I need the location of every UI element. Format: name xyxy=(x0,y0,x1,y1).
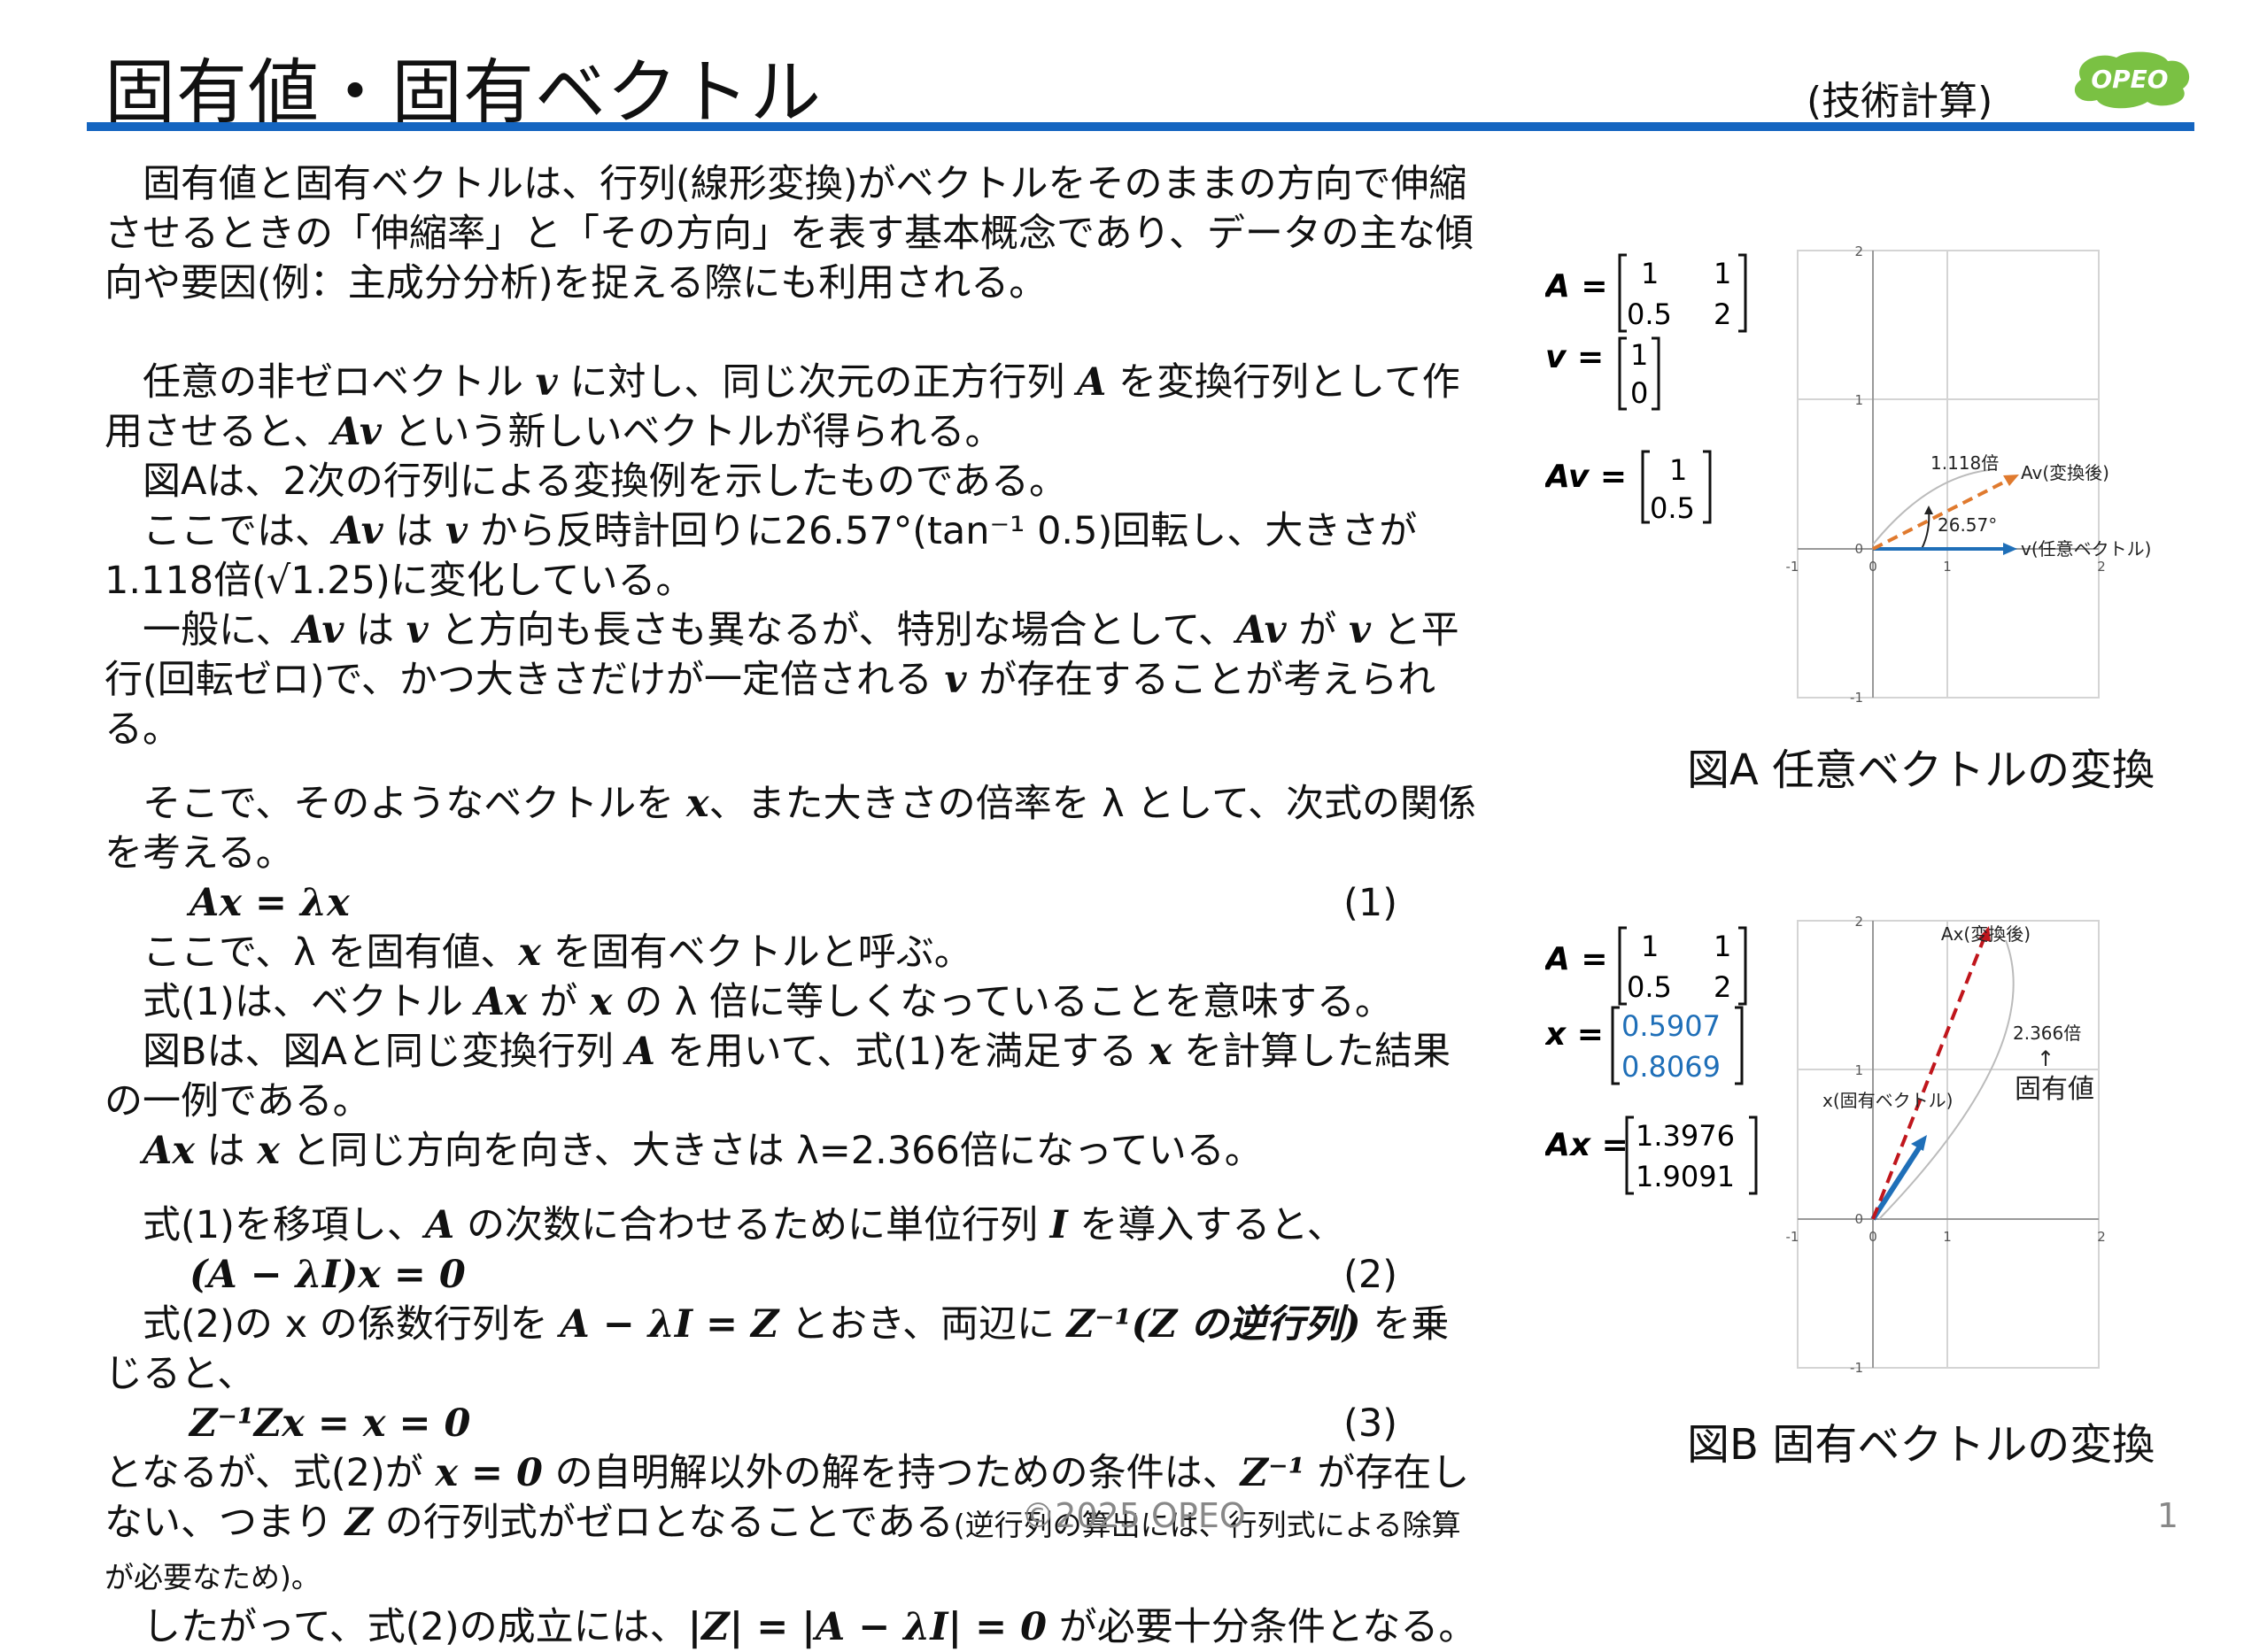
svg-text:2: 2 xyxy=(2097,559,2106,575)
svg-text:1: 1 xyxy=(1943,1229,1952,1245)
figA-matrix-svg: A = 1 1 0.5 2 v = 1 0 Av = 1 0.5 xyxy=(1543,253,1747,525)
svg-text:1: 1 xyxy=(1714,930,1731,963)
svg-text:1.3976: 1.3976 xyxy=(1636,1119,1735,1153)
svg-text:A =: A = xyxy=(1545,941,1608,977)
svg-text:x =: x = xyxy=(1545,1016,1604,1053)
svg-text:0: 0 xyxy=(1869,559,1877,575)
paragraph-general: 一般に、Av は v と方向も長さも異なるが、特別な場合として、Av が v と… xyxy=(104,608,1459,752)
figA-matrices: A = 1 1 0.5 2 v = 1 0 Av = 1 0.5 xyxy=(1543,248,1776,548)
svg-text:2: 2 xyxy=(1854,914,1863,930)
page-subtitle: (技術計算) xyxy=(1807,79,1993,124)
svg-text:0.5907: 0.5907 xyxy=(1621,1009,1721,1043)
paragraph-coef: 式(2)の x の係数行列を A − λI = Z とおき、両辺に Z⁻¹(Z … xyxy=(104,1302,1450,1396)
paragraph-condition: となるが、式(2)が x = 0 の自明解以外の解を持つための条件は、Z⁻¹ が… xyxy=(104,1451,1470,1594)
svg-text:1: 1 xyxy=(1641,930,1659,963)
svg-text:1: 1 xyxy=(1669,453,1687,487)
svg-text:1: 1 xyxy=(1630,338,1648,372)
copyright: ©2025 OPEO xyxy=(1021,1496,1246,1535)
paragraph-define: そこで、そのようなベクトルを x、また大きさの倍率を λ として、次式の関係を考… xyxy=(104,782,1476,876)
svg-text:A =: A = xyxy=(1545,268,1608,305)
svg-text:2: 2 xyxy=(1714,297,1731,331)
svg-text:-1: -1 xyxy=(1850,690,1863,706)
svg-text:1: 1 xyxy=(1714,257,1731,290)
svg-text:-1: -1 xyxy=(1850,1360,1863,1376)
figA-caption: 図A 任意ベクトルの変換 xyxy=(1687,745,2155,795)
opeo-logo: OPEO xyxy=(2074,51,2190,109)
svg-text:2.366倍: 2.366倍 xyxy=(2013,1023,2081,1044)
header-rule xyxy=(87,122,2194,131)
main-text: 固有値と固有ベクトルは、行列(線形変換)がベクトルをそのままの方向で伸縮させると… xyxy=(104,159,1486,1652)
page-number: 1 xyxy=(2156,1496,2178,1535)
svg-text:2: 2 xyxy=(2097,1229,2106,1245)
svg-text:1: 1 xyxy=(1943,559,1952,575)
svg-text:Av =: Av = xyxy=(1545,459,1627,495)
svg-text:1.9091: 1.9091 xyxy=(1636,1160,1735,1193)
svg-text:1: 1 xyxy=(1854,1062,1863,1078)
paragraph-lambda: Ax は x と同じ方向を向き、大きさは λ=2.366倍になっている。 xyxy=(143,1129,1263,1173)
paragraph-rotation: ここでは、Av は v から反時計回りに26.57°(tan⁻¹ 0.5)回転し… xyxy=(104,509,1418,603)
paragraph-vector: 任意の非ゼロベクトル v に対し、同じ次元の正方行列 A を変換行列として作用さ… xyxy=(104,360,1460,454)
equation-1: Ax = λx(1) xyxy=(190,881,1397,925)
paragraph-naming: ここで、λ を固有値、x を固有ベクトルと呼ぶ。 xyxy=(104,930,972,975)
paragraph-figB: 図Bは、図Aと同じ変換行列 A を用いて、式(1)を満足する x を計算した結果… xyxy=(104,1030,1451,1123)
logo-text: OPEO xyxy=(2091,65,2168,94)
figB-matrix-svg: A = 1 1 0.5 2 x = 0.5907 0.8069 Ax = 1.3… xyxy=(1543,926,1758,1195)
page-title: 固有値・固有ベクトル xyxy=(104,51,822,134)
svg-text:1: 1 xyxy=(1854,392,1863,408)
equation-2: (A − λI)x = 0(2) xyxy=(190,1253,1397,1297)
svg-text:0: 0 xyxy=(1869,1229,1877,1245)
paragraph-transpose: 式(1)を移項し、A の次数に合わせるために単位行列 I を導入すると、 xyxy=(104,1203,1345,1247)
figB-chart: -1 0 1 2 2 1 0 -1 Ax(変換後) 2.366倍 ↑ 固有値 x… xyxy=(1786,914,2106,1376)
paragraph-meaning: 式(1)は、ベクトル Ax が x の λ 倍に等しくなっていることを意味する。 xyxy=(104,980,1393,1024)
svg-text:↑: ↑ xyxy=(2037,1046,2054,1071)
svg-text:1.118倍: 1.118倍 xyxy=(1930,452,1999,474)
svg-text:v(任意ベクトル): v(任意ベクトル) xyxy=(2021,538,2151,560)
paragraph-figA: 図Aは、2次の行列による変換例を示したものである。 xyxy=(104,459,1068,504)
svg-text:26.57°: 26.57° xyxy=(1938,514,1997,536)
svg-text:0.8069: 0.8069 xyxy=(1621,1050,1721,1084)
equation-3: Z⁻¹Zx = x = 0(3) xyxy=(190,1401,1397,1446)
svg-text:固有値: 固有値 xyxy=(2015,1074,2094,1105)
svg-text:x(固有ベクトル): x(固有ベクトル) xyxy=(1822,1090,1953,1111)
svg-text:0: 0 xyxy=(1854,1211,1863,1227)
figB-caption: 図B 固有ベクトルの変換 xyxy=(1687,1420,2155,1470)
svg-text:2: 2 xyxy=(1854,243,1863,259)
svg-text:0: 0 xyxy=(1630,376,1648,410)
svg-text:Ax(変換後): Ax(変換後) xyxy=(1941,923,2031,945)
svg-text:-1: -1 xyxy=(1786,1229,1799,1245)
figB-matrices: A = 1 1 0.5 2 x = 0.5907 0.8069 Ax = 1.3… xyxy=(1543,921,1784,1221)
svg-text:Ax =: Ax = xyxy=(1545,1127,1629,1163)
svg-text:0.5: 0.5 xyxy=(1650,491,1695,525)
svg-text:1: 1 xyxy=(1641,257,1659,290)
paragraph-conclusion: したがって、式(2)の成立には、|Z| = |A − λI| = 0 が必要十分… xyxy=(104,1605,1477,1649)
svg-text:Av(変換後): Av(変換後) xyxy=(2021,462,2109,483)
svg-text:v =: v = xyxy=(1545,339,1604,375)
svg-text:0.5: 0.5 xyxy=(1627,970,1672,1004)
svg-text:-1: -1 xyxy=(1786,559,1799,575)
paragraph-intro: 固有値と固有ベクトルは、行列(線形変換)がベクトルをそのままの方向で伸縮させると… xyxy=(104,162,1474,305)
svg-text:2: 2 xyxy=(1714,970,1731,1004)
svg-text:0: 0 xyxy=(1854,541,1863,557)
svg-text:0.5: 0.5 xyxy=(1627,297,1672,331)
figA-chart: -1 0 1 2 2 1 0 -1 1.118倍 Av(変換後) 26.57° … xyxy=(1786,243,2152,706)
